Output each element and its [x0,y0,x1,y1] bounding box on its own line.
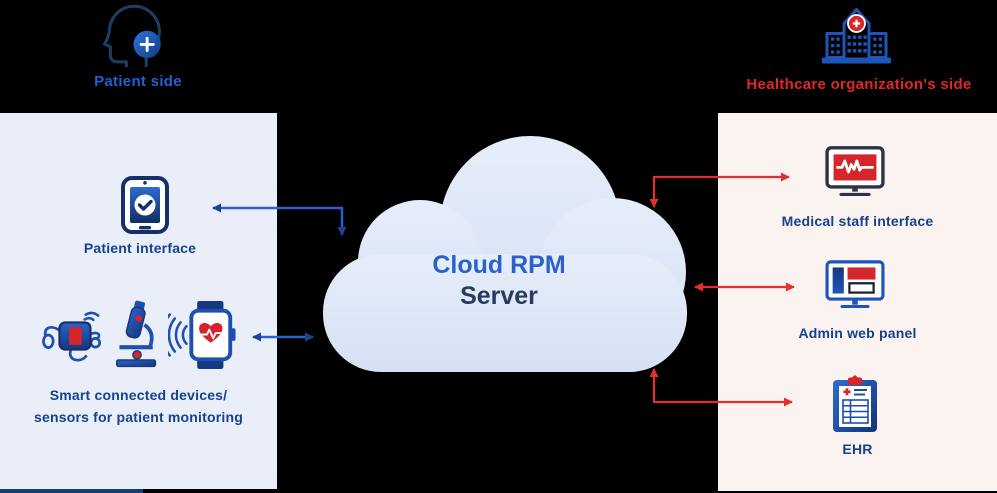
tablet-check-icon [121,176,169,234]
patient-interface-label: Patient interface [83,240,197,256]
blood-pressure-monitor-icon [42,311,102,362]
healthcare-side-label: Healthcare organization's side [746,76,972,93]
hospital-building-icon [822,8,891,64]
devices-label-line1: Smart connected devices/ [49,387,228,403]
ecg-monitor-icon [825,146,885,196]
clipboard-ehr-icon [833,375,877,432]
admin-dashboard-icon [825,260,885,309]
healthcare-panel-content: Medical staff interface Admin web panel [718,113,997,491]
microscope-icon [115,300,157,368]
cloud-title: Cloud RPM Server [389,250,609,312]
medical-staff-interface-label: Medical staff interface [781,213,934,229]
smartwatch-heart-icon [168,300,236,370]
devices-label: Smart connected devices/ sensors for pat… [4,384,273,428]
bottom-left-accent-bar [0,489,143,493]
cloud-title-line1: Cloud RPM [432,251,566,279]
ehr-label: EHR [842,441,873,457]
cloud-title-line2: Server [460,282,538,310]
admin-web-panel-label: Admin web panel [798,325,917,341]
devices-label-line2: sensors for patient monitoring [33,409,243,425]
head-with-plus-icon [103,4,161,68]
devices-group [34,295,246,375]
patient-panel-content: Patient interface [0,113,277,489]
cloud-shape [323,136,687,372]
patient-side-label: Patient side [94,73,182,90]
